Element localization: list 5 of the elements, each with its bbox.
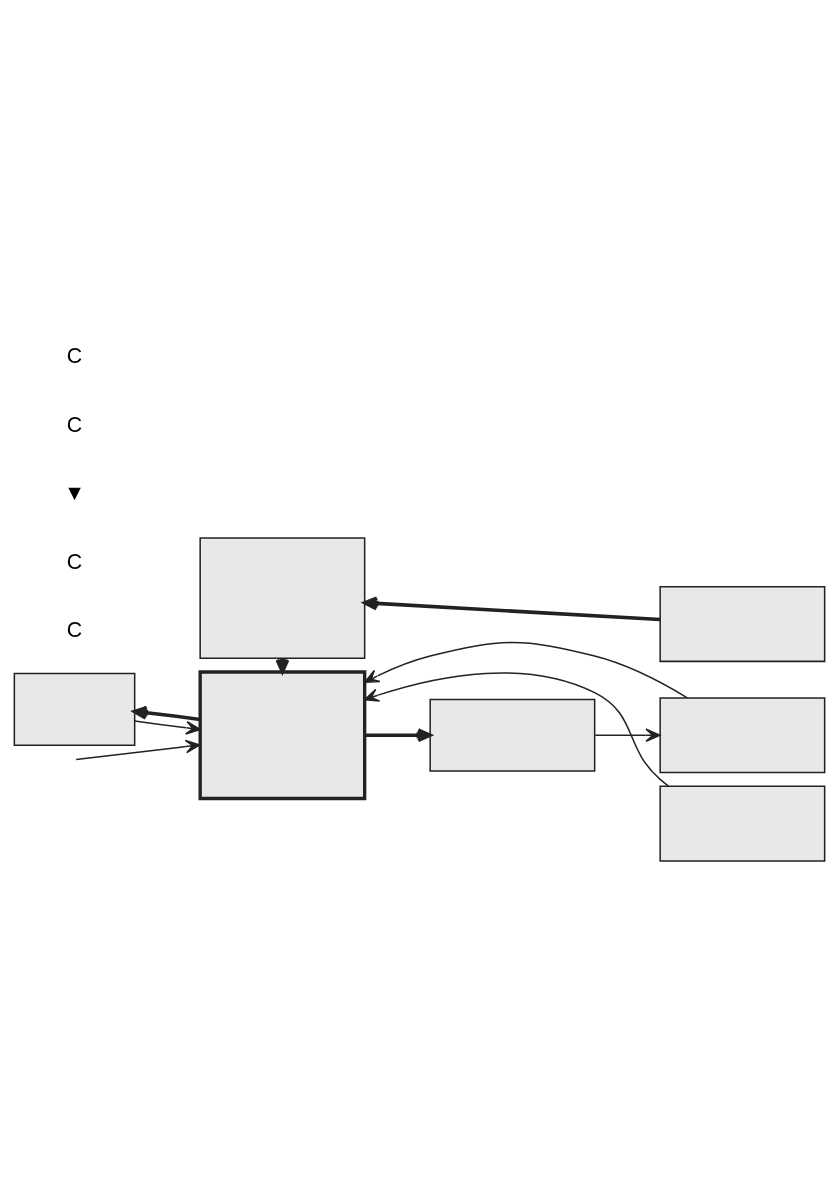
label: C (66, 412, 83, 437)
label: C (66, 344, 83, 369)
label: ▼ (63, 481, 86, 506)
label: C (66, 618, 83, 643)
label: C (66, 549, 83, 574)
